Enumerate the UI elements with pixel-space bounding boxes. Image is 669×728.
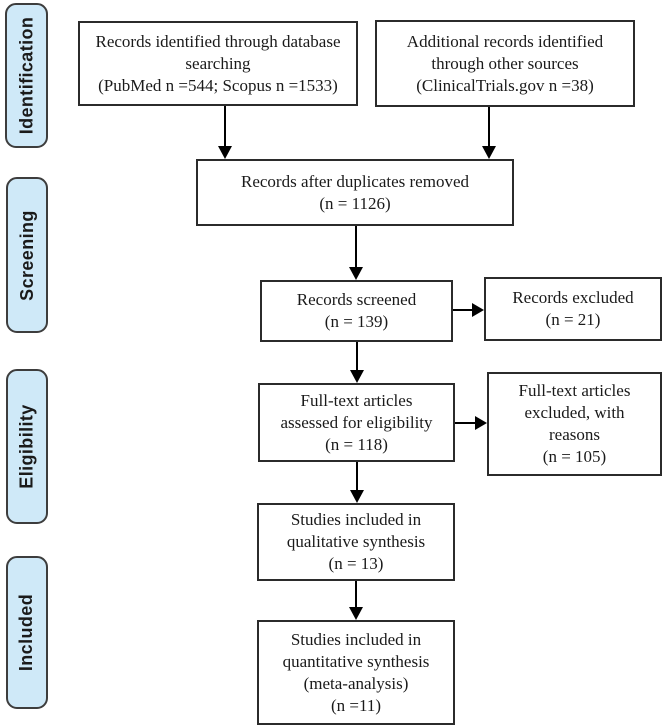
box-studies-quantitative-synthesis: Studies included in quantitative synthes… <box>257 620 455 725</box>
box-line: quantitative synthesis <box>282 651 430 671</box>
box-line: excluded, with <box>524 403 625 422</box>
arrow-screened-to-excluded <box>453 303 484 317</box>
box-line: Studies included in <box>290 629 422 649</box>
box-line: (ClinicalTrials.gov n =38) <box>416 75 594 95</box>
box-records-excluded: Records excluded (n = 21) <box>484 277 662 341</box>
box-line: Records after duplicates removed <box>241 171 469 191</box>
box-line: Records excluded <box>512 288 634 307</box>
arrow-screened-to-fulltext <box>350 342 364 383</box>
box-line: reasons <box>549 425 600 444</box>
box-studies-qualitative-synthesis: Studies included in qualitative synthesi… <box>257 503 455 581</box>
stage-label-text: Screening <box>16 209 37 301</box>
box-line: (n = 13) <box>328 554 384 573</box>
stage-label-text: Eligibility <box>16 404 37 489</box>
box-line: through other sources <box>431 53 579 73</box>
box-line: Records identified through database <box>95 31 341 51</box>
arrow-duplicates-to-screened <box>349 226 363 280</box>
box-line: Full-text articles <box>300 390 413 410</box>
box-line: Additional records identified <box>406 31 604 51</box>
box-records-screened: Records screened (n = 139) <box>260 280 453 342</box>
stage-label-text: Identification <box>16 16 37 135</box>
box-line: (n = 1126) <box>319 193 391 213</box>
arrow-fulltext-to-excluded <box>455 416 487 430</box>
box-line: (meta-analysis) <box>303 673 409 693</box>
box-line: (n = 105) <box>542 447 607 466</box>
box-line: (n = 139) <box>324 312 389 331</box>
arrow-fulltext-to-qualitative <box>350 462 364 503</box>
stage-label-text: Included <box>16 593 37 672</box>
box-line: Records screened <box>296 290 417 309</box>
box-line: (n = 21) <box>545 310 601 329</box>
box-line: searching <box>185 53 251 73</box>
box-line: assessed for eligibility <box>280 412 433 432</box>
box-records-after-duplicates-removed: Records after duplicates removed (n = 11… <box>196 159 514 226</box>
arrow-qualitative-to-quantitative <box>349 581 363 620</box>
box-fulltext-excluded-with-reasons: Full-text articles excluded, with reason… <box>487 372 662 476</box>
box-line: (n = 118) <box>325 434 388 454</box>
box-fulltext-assessed-for-eligibility: Full-text articles assessed for eligibil… <box>258 383 455 462</box>
box-records-identified-database: Records identified through database sear… <box>78 21 358 106</box>
stage-label-included: Included <box>6 556 48 709</box>
box-line: (n =11) <box>330 695 382 715</box>
box-line: (PubMed n =544; Scopus n =1533) <box>98 75 338 95</box>
stage-label-eligibility: Eligibility <box>6 369 48 524</box>
arrow-database-to-duplicates <box>218 106 232 159</box>
box-line: Studies included in <box>290 510 422 529</box>
stage-label-identification: Identification <box>5 3 48 148</box>
box-line: qualitative synthesis <box>286 532 426 551</box>
box-line: Full-text articles <box>518 381 631 400</box>
arrow-othersources-to-duplicates <box>482 107 496 159</box>
box-additional-records-other-sources: Additional records identified through ot… <box>375 20 635 107</box>
stage-label-screening: Screening <box>6 177 48 333</box>
